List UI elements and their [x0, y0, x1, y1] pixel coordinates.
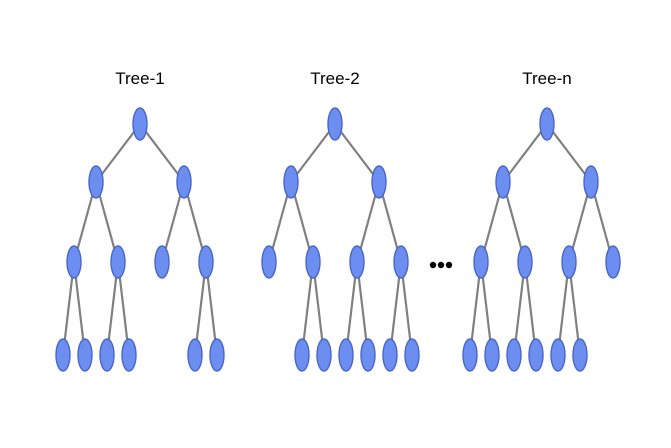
- tree-2-group: Tree-2: [261, 69, 420, 372]
- tree-edge: [501, 122, 549, 184]
- tree-node-leaf: [528, 338, 544, 372]
- tree-node: [517, 245, 533, 279]
- tree-node: [561, 245, 577, 279]
- tree-edge: [333, 122, 381, 184]
- tree-node: [495, 165, 511, 199]
- tree-node-leaf: [338, 338, 354, 372]
- tree-n-title: Tree-n: [522, 69, 571, 88]
- tree-n-group: Tree-n: [462, 69, 621, 372]
- tree-node-root: [327, 107, 343, 141]
- ellipsis-dot: [437, 261, 445, 269]
- tree-node-leaf: [462, 338, 478, 372]
- tree-1-title: Tree-1: [115, 69, 164, 88]
- tree-node: [198, 245, 214, 279]
- tree-node-leaf: [382, 338, 398, 372]
- tree-node-leaf: [484, 338, 500, 372]
- tree-node: [349, 245, 365, 279]
- ellipsis-dot: [429, 261, 437, 269]
- tree-1-group: Tree-1: [55, 69, 225, 372]
- tree-node: [371, 165, 387, 199]
- tree-node-leaf: [209, 338, 225, 372]
- tree-node: [305, 245, 321, 279]
- tree-node: [261, 245, 277, 279]
- tree-node: [176, 165, 192, 199]
- tree-node-leaf: [316, 338, 332, 372]
- tree-node-leaf: [404, 338, 420, 372]
- tree-edge: [138, 122, 186, 184]
- tree-node: [393, 245, 409, 279]
- tree-node: [66, 245, 82, 279]
- tree-node: [110, 245, 126, 279]
- tree-node-leaf: [77, 338, 93, 372]
- tree-node-root: [539, 107, 555, 141]
- tree-node: [154, 245, 170, 279]
- ellipsis-dot: [445, 261, 453, 269]
- tree-node: [605, 245, 621, 279]
- tree-node-leaf: [55, 338, 71, 372]
- tree-node: [88, 165, 104, 199]
- tree-node: [473, 245, 489, 279]
- tree-node-leaf: [294, 338, 310, 372]
- tree-edge: [545, 122, 593, 184]
- tree-node-leaf: [360, 338, 376, 372]
- tree-node: [283, 165, 299, 199]
- tree-node-leaf: [572, 338, 588, 372]
- tree-node-leaf: [187, 338, 203, 372]
- tree-node-leaf: [99, 338, 115, 372]
- tree-edge: [289, 122, 337, 184]
- tree-2-title: Tree-2: [310, 69, 359, 88]
- tree-node-leaf: [121, 338, 137, 372]
- tree-node-leaf: [506, 338, 522, 372]
- tree-edge: [94, 122, 142, 184]
- tree-node-root: [132, 107, 148, 141]
- tree-node-leaf: [550, 338, 566, 372]
- ellipsis-separator: [429, 261, 453, 269]
- tree-node: [583, 165, 599, 199]
